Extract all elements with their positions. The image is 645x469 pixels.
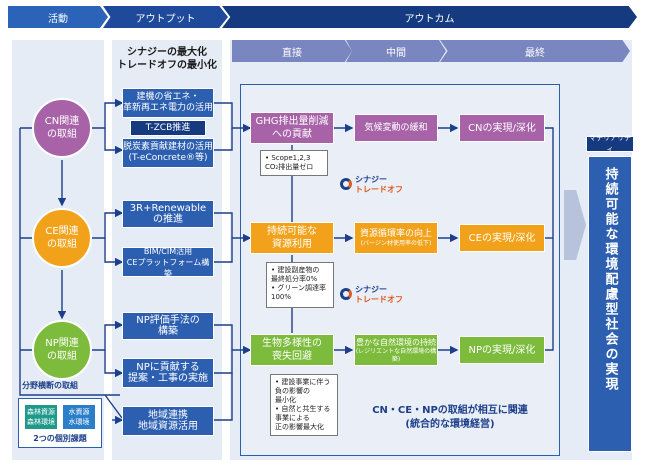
- materiality-arrow: [564, 190, 586, 260]
- activity-cn-circle: CN関連 の取組: [32, 98, 92, 158]
- materiality-label: マテリアリティ: [586, 134, 634, 153]
- cross-domain-label: 分野横断の取組: [22, 381, 78, 390]
- output-np-proposal: NPに貢献する 提案・工事の実施: [122, 358, 214, 388]
- synergy-label-2: シナジートレードオフ: [355, 285, 403, 304]
- forest-tag: 森林資源森林環境: [24, 404, 58, 430]
- subheader-final: 最終: [440, 40, 630, 62]
- final-ce: CEの実現/深化: [459, 224, 545, 252]
- individual-issues-caption: 2つの個別課題: [33, 434, 87, 443]
- activity-ce-circle: CE関連 の取組: [32, 208, 92, 268]
- note-circular: • 建設副産物の 最終処分率0% • グリーン調達率 100%: [266, 262, 334, 308]
- final-cn: CNの実現/深化: [459, 114, 545, 142]
- final-np: NPの実現/深化: [459, 336, 545, 364]
- middle-nature: 豊かな自然環境の持続(レジリエントな自然環境の構築): [354, 334, 438, 366]
- output-regional: 地域連携 地域資源活用: [122, 406, 214, 436]
- water-tag: 水資源水環境: [62, 404, 96, 430]
- synergy-icon-1: [340, 178, 352, 190]
- direct-biodiversity: 生物多様性の 喪失回避: [250, 334, 334, 366]
- output-bim-cim: BIM/CIM活用 CEプラットフォーム構築: [122, 247, 214, 278]
- header-activity: 活動: [8, 6, 108, 28]
- synergy-label-1: シナジートレードオフ: [355, 175, 403, 194]
- direct-resource: 持続可能な 資源利用: [250, 222, 334, 254]
- header-output: アウトプット: [103, 6, 228, 28]
- output-tzcb-tag: T-ZCB推進: [130, 120, 206, 136]
- output-energy-saving: 建機の省エネ・ 革新再エネ電力の活用: [122, 88, 214, 118]
- note-biodiversity: • 建設事業に伴う 負の影響の 最小化 • 自然と共生する 事業による 正の影響…: [270, 374, 338, 436]
- materiality-box: 持続可能な環境配慮型社会の実現: [588, 156, 632, 452]
- header-outcome: アウトカム: [222, 6, 637, 28]
- subheader-middle: 中間: [346, 40, 446, 62]
- subheader-direct: 直接: [232, 40, 352, 62]
- middle-climate: 気候変動の緩和: [354, 114, 438, 142]
- middle-resource-cycle: 資源循環率の向上(バージン材使用率の低下): [354, 222, 438, 254]
- footer-text: CN・CE・NPの取組が相互に関連 (統合的な環境経営): [372, 405, 528, 430]
- note-scope: • Scope1,2,3 CO₂排出量ゼロ: [260, 150, 328, 176]
- direct-ghg: GHG排出量削減 への貢献: [250, 112, 334, 144]
- activity-np-circle: NP関連 の取組: [32, 320, 92, 380]
- output-title: シナジーの最大化 トレードオフの最小化: [117, 47, 217, 71]
- synergy-icon-2: [340, 288, 352, 300]
- output-decarbon-materials: 脱炭素貢献建材の活用 (T-eConcrete®等): [122, 138, 214, 168]
- output-np-evaluation: NP評価手法の 構築: [122, 312, 214, 340]
- output-3r-renewable: 3R+Renewable の推進: [122, 200, 214, 228]
- materiality-text: 持続可能な環境配慮型社会の実現: [602, 167, 618, 392]
